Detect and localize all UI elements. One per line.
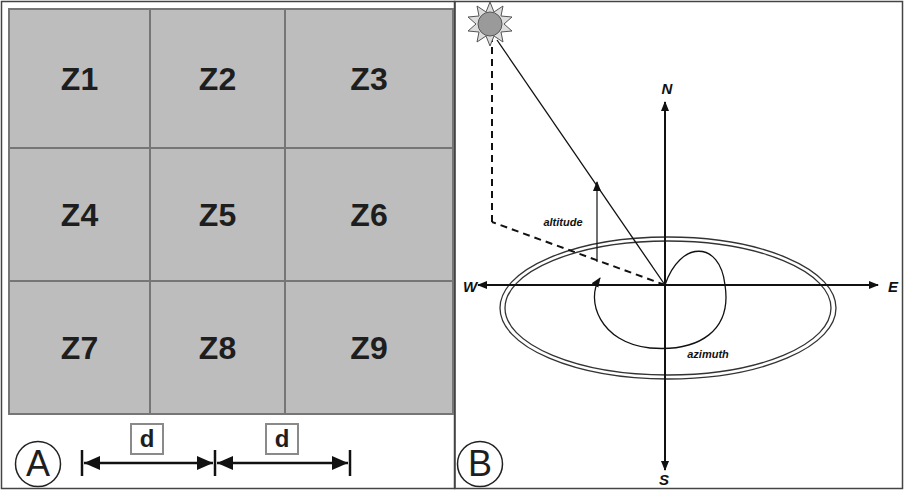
altitude-arrow	[596, 182, 597, 262]
zone-label: Z6	[350, 199, 387, 231]
zone-cell: Z3	[284, 8, 454, 149]
zone-label: Z5	[199, 199, 236, 231]
zone-cell: Z9	[284, 280, 454, 415]
zone-label: Z9	[350, 332, 387, 364]
zone-label: Z3	[350, 63, 387, 95]
dimension-box: d	[265, 423, 299, 455]
zone-cell: Z7	[8, 280, 151, 415]
panel-letter: B	[456, 440, 504, 488]
zone-cell: Z5	[149, 147, 286, 282]
panel-letter: A	[14, 440, 62, 488]
zone-cell: Z1	[8, 8, 151, 149]
panel-frame	[2, 2, 455, 489]
sun-ray	[497, 40, 665, 285]
panel-letter-text: B	[468, 446, 492, 482]
compass-label: S	[659, 472, 669, 487]
projection-line	[491, 38, 493, 222]
circle-outline	[458, 442, 503, 487]
angle-label: altitude	[541, 216, 584, 229]
zone-cell: Z8	[149, 280, 286, 415]
zone-label: Z2	[199, 63, 236, 95]
dimension-box: d	[130, 423, 164, 455]
horizon-ellipse	[505, 241, 831, 375]
circle-outline	[16, 442, 61, 487]
sun-symbol	[468, 2, 512, 46]
zone-cell: Z4	[8, 147, 151, 282]
compass-label: E	[888, 279, 898, 294]
projection-line	[492, 222, 665, 285]
dimension-label: d	[275, 427, 290, 451]
panel-frame	[455, 2, 903, 489]
dimension-label: d	[140, 427, 155, 451]
zone-cell: Z2	[149, 8, 286, 149]
dimension-lines	[82, 450, 350, 476]
zone-cell: Z6	[284, 147, 454, 282]
zone-label: Z4	[61, 199, 98, 231]
angle-label: azimuth	[685, 348, 731, 361]
compass-axes	[478, 102, 878, 470]
zone-label: Z1	[61, 63, 98, 95]
compass-label: W	[463, 279, 477, 294]
horizon-ellipse	[500, 237, 836, 379]
zone-label: Z7	[61, 332, 98, 364]
panel-letter-text: A	[26, 446, 50, 482]
compass-label: N	[662, 81, 673, 96]
zone-label: Z8	[199, 332, 236, 364]
